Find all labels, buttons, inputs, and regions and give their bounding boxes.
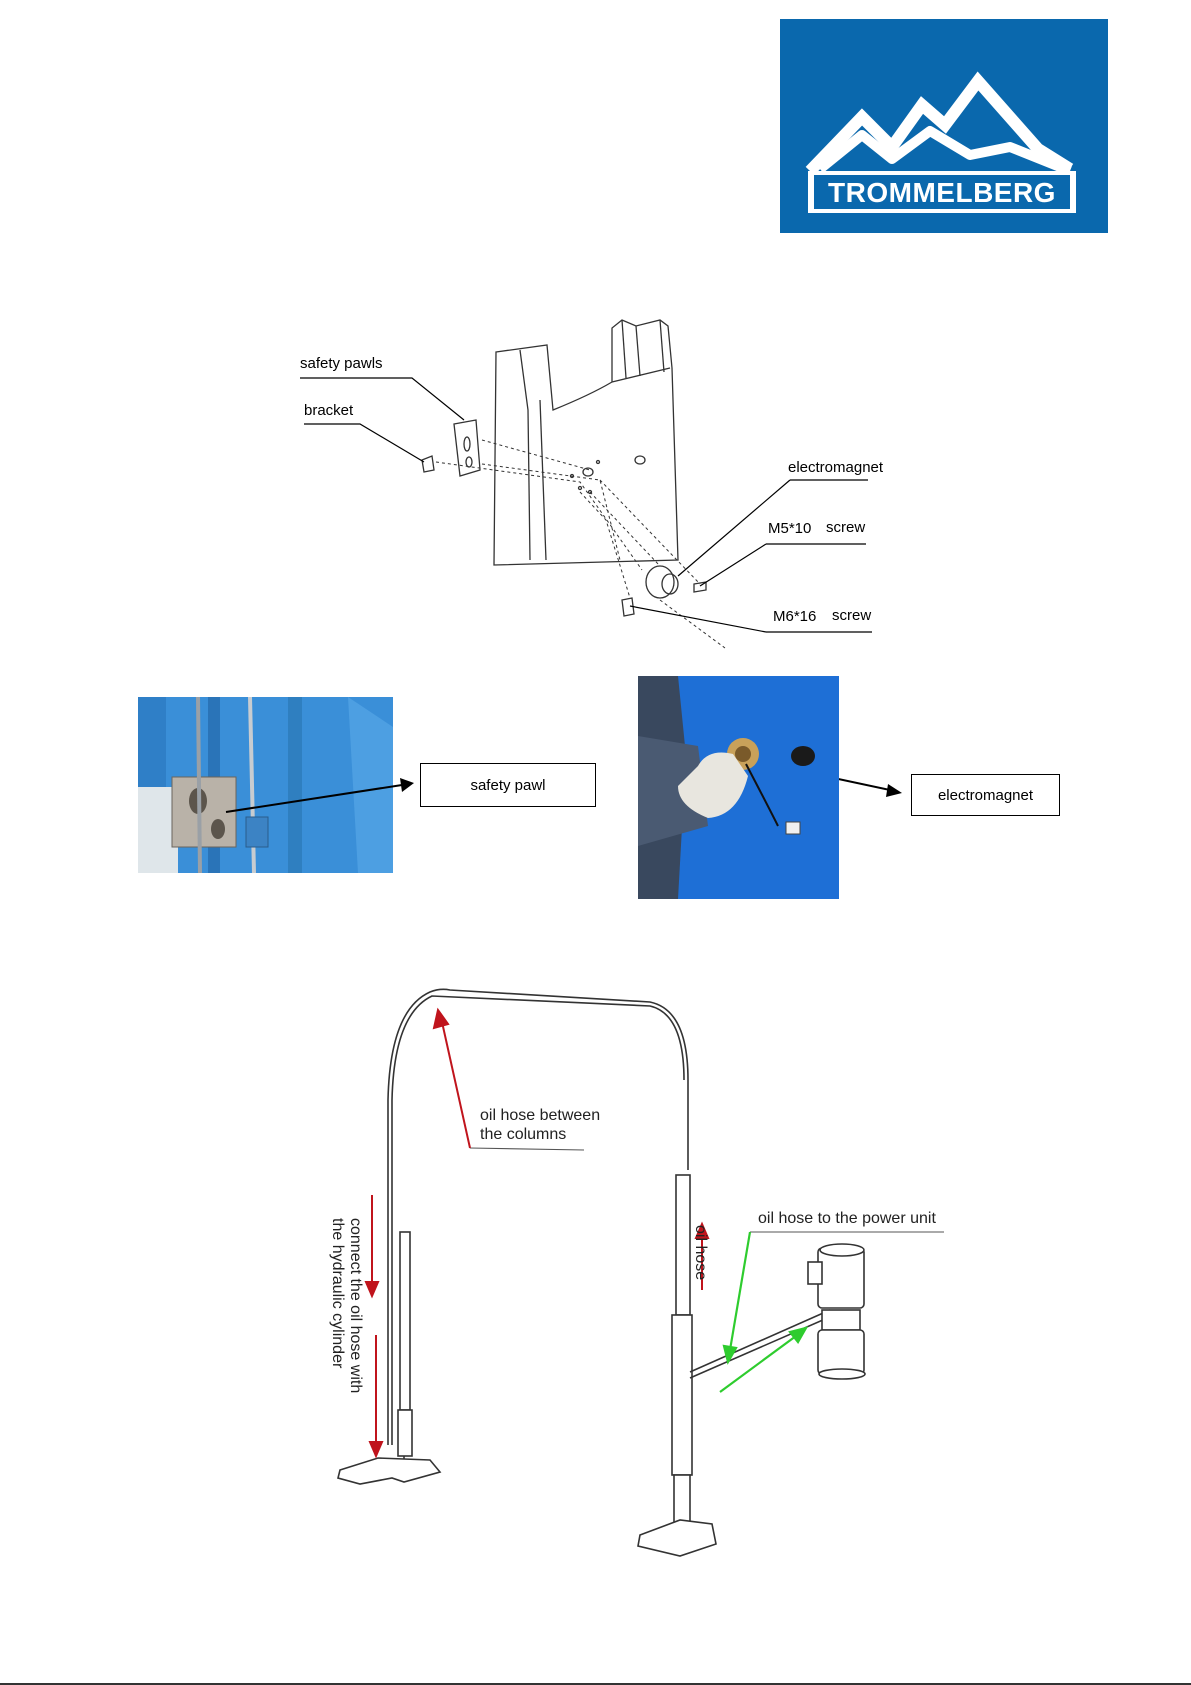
electromagnet-callout: electromagnet xyxy=(911,774,1060,816)
label-oil-hose: oil hose xyxy=(691,1225,709,1280)
label-electromagnet: electromagnet xyxy=(788,459,883,476)
brand-logo: TROMMELBERG xyxy=(780,19,1108,233)
label-m6-size: M6*16 xyxy=(773,608,816,625)
mountain-logo-icon: TROMMELBERG xyxy=(780,19,1108,233)
label-m5-type: screw xyxy=(826,519,865,536)
label-connect-line1: connect the oil hose with xyxy=(346,1218,364,1393)
label-connect-line2: the hydraulic cylinder xyxy=(328,1218,346,1368)
safety-pawl-callout-text: safety pawl xyxy=(470,777,545,794)
electromagnet-callout-text: electromagnet xyxy=(938,787,1033,804)
exploded-column-diagram xyxy=(0,300,1191,660)
electromagnet-photo-image xyxy=(638,676,839,899)
safety-pawl-callout: safety pawl xyxy=(420,763,596,807)
label-safety-pawls: safety pawls xyxy=(300,355,383,372)
label-bracket: bracket xyxy=(304,402,353,419)
label-hose-between-line1: oil hose between xyxy=(480,1107,600,1125)
safety-pawl-photo-image xyxy=(138,697,393,873)
electromagnet-photo xyxy=(638,676,839,899)
safety-pawl-photo xyxy=(138,697,393,873)
label-hose-between-line2: the columns xyxy=(480,1126,566,1144)
label-m6-type: screw xyxy=(832,607,871,624)
logo-text: TROMMELBERG xyxy=(828,177,1056,208)
label-m5-size: M5*10 xyxy=(768,520,811,537)
label-hose-power-unit: oil hose to the power unit xyxy=(758,1210,936,1228)
